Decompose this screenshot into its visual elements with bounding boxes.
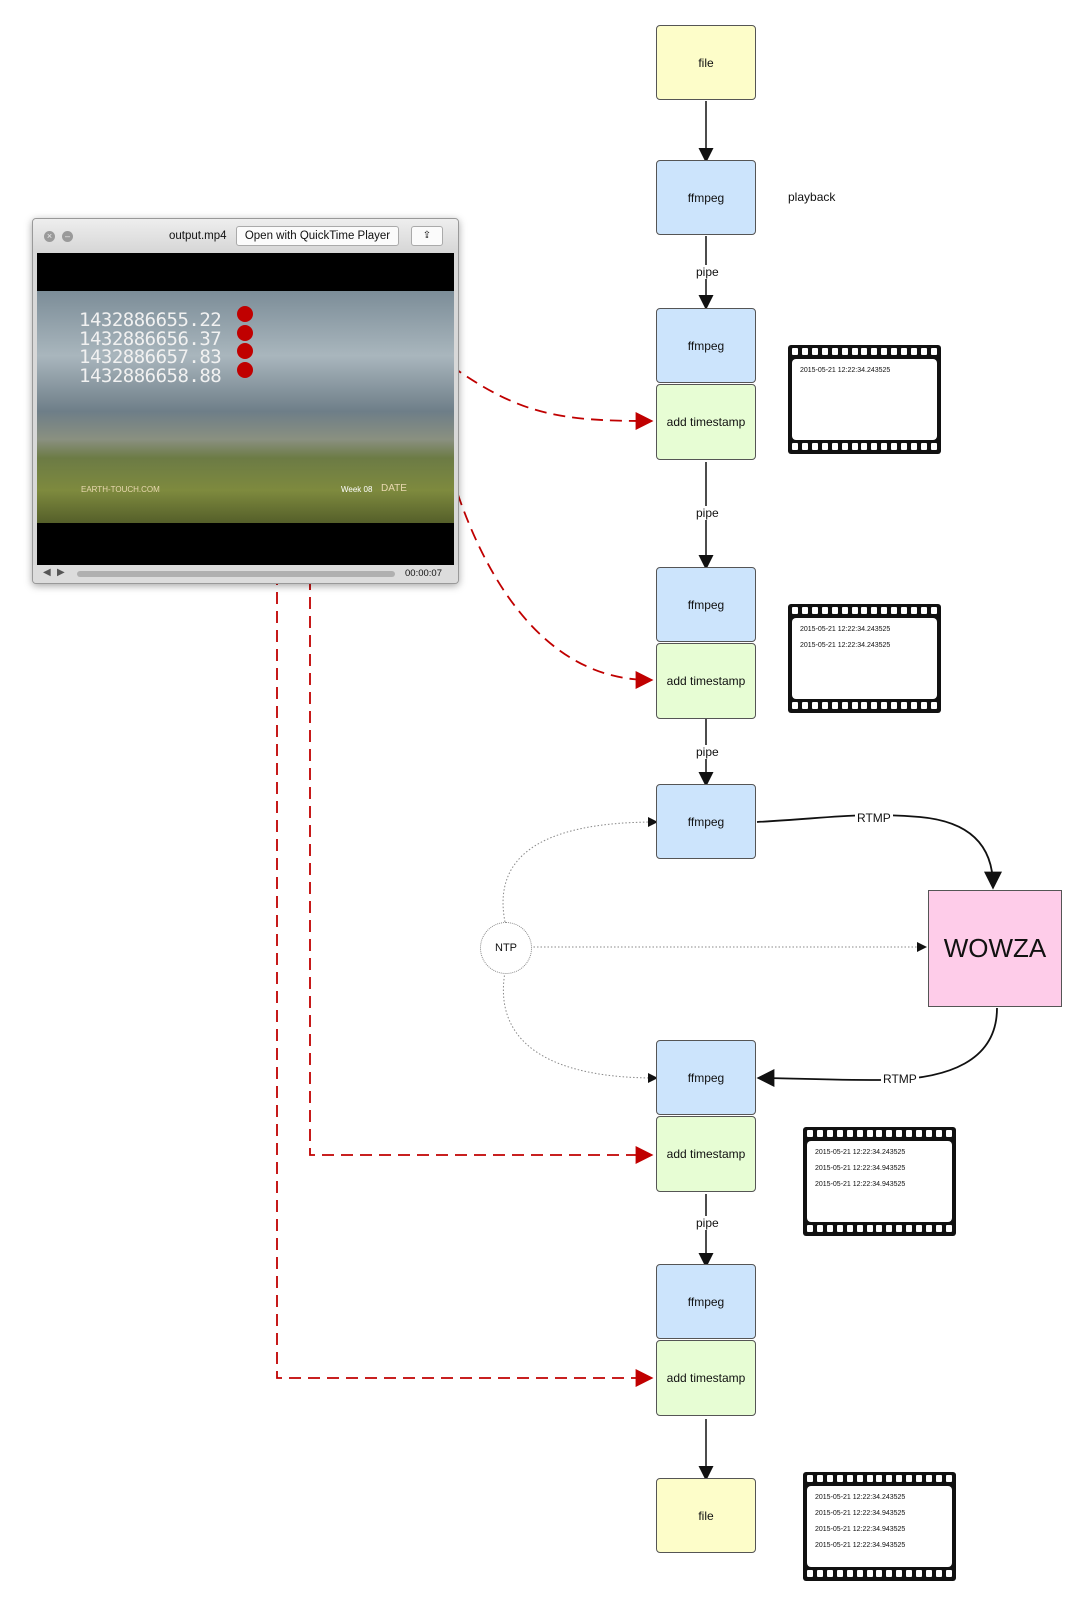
ntp-link-bottom <box>502 971 658 1083</box>
close-icon[interactable]: × <box>44 231 55 242</box>
ffmpeg-node-3: ffmpeg <box>656 567 756 642</box>
timestamp-link-4 <box>252 369 654 1387</box>
filmstrip-timestamp: 2015-05-21 12:22:34.943525 <box>815 1510 906 1517</box>
filmstrip-timestamp: 2015-05-21 12:22:34.243525 <box>815 1149 906 1156</box>
ffmpeg-node-2: ffmpeg <box>656 308 756 383</box>
file-node-output: file <box>656 1478 756 1553</box>
video-player-window: × – output.mp4 Open with QuickTime Playe… <box>32 218 459 584</box>
filmstrip-timestamp: 2015-05-21 12:22:34.943525 <box>815 1165 906 1172</box>
video-watermark: EARTH-TOUCH.COM <box>81 485 160 494</box>
filmstrip-timestamp: 2015-05-21 12:22:34.943525 <box>815 1526 906 1533</box>
ffmpeg-node-6: ffmpeg <box>656 1264 756 1339</box>
ffmpeg-node-5: ffmpeg <box>656 1040 756 1115</box>
add-timestamp-node-1: add timestamp <box>656 384 756 460</box>
add-timestamp-node-3: add timestamp <box>656 1116 756 1192</box>
timestamp-marker-4 <box>237 362 253 378</box>
pipe-label: pipe <box>694 265 721 279</box>
overlay-timestamp: 1432886656.37 <box>79 328 222 350</box>
arrow-rtmp-from-wowza <box>756 1007 998 1088</box>
rtmp-label: RTMP <box>855 811 893 825</box>
overlay-timestamp: 1432886658.88 <box>79 365 222 387</box>
volume-icon[interactable]: ◀ <box>43 567 51 578</box>
player-filename: output.mp4 <box>169 230 227 242</box>
ntp-node: NTP <box>480 922 532 974</box>
play-icon[interactable]: ▶ <box>57 567 65 578</box>
timestamp-marker-1 <box>237 306 253 322</box>
file-node-input: file <box>656 25 756 100</box>
timestamp-link-1 <box>251 313 654 430</box>
filmstrip-timestamp: 2015-05-21 12:22:34.243525 <box>800 626 891 633</box>
filmstrip-timestamp: 2015-05-21 12:22:34.243525 <box>800 367 891 374</box>
add-timestamp-node-2: add timestamp <box>656 643 756 719</box>
scrubber-track[interactable] <box>77 571 395 577</box>
video-date-caption: DATE <box>381 483 407 494</box>
minimize-icon[interactable]: – <box>62 231 73 242</box>
ffmpeg-node-playback: ffmpeg <box>656 160 756 235</box>
filmstrip-timestamp: 2015-05-21 12:22:34.243525 <box>800 642 891 649</box>
overlay-timestamp: 1432886655.22 <box>79 309 222 331</box>
player-titlebar: × – output.mp4 Open with QuickTime Playe… <box>33 219 458 253</box>
ntp-link-top <box>502 817 658 923</box>
overlay-timestamp: 1432886657.83 <box>79 346 222 368</box>
pipe-label: pipe <box>694 1216 721 1230</box>
player-controls: ◀ ▶ 00:00:07 <box>33 565 458 583</box>
open-with-quicktime-button[interactable]: Open with QuickTime Player <box>236 226 399 246</box>
pipe-label: pipe <box>694 506 721 520</box>
share-icon[interactable]: ⇪ <box>411 226 443 246</box>
add-timestamp-node-4: add timestamp <box>656 1340 756 1416</box>
timestamp-marker-2 <box>237 325 253 341</box>
video-week-caption: Week 08 <box>341 485 373 494</box>
filmstrip-4: 2015-05-21 12:22:34.243525 2015-05-21 12… <box>803 1472 956 1581</box>
filmstrip-3: 2015-05-21 12:22:34.243525 2015-05-21 12… <box>803 1127 956 1236</box>
video-frame[interactable]: 1432886655.22 1432886656.37 1432886657.8… <box>37 253 454 565</box>
filmstrip-2: 2015-05-21 12:22:34.243525 2015-05-21 12… <box>788 604 941 713</box>
arrow-rtmp-to-wowza <box>756 814 1002 890</box>
wowza-server-node: WOWZA <box>928 890 1062 1007</box>
filmstrip-1: 2015-05-21 12:22:34.243525 <box>788 345 941 454</box>
ffmpeg-node-4: ffmpeg <box>656 784 756 859</box>
playback-time: 00:00:07 <box>405 568 442 579</box>
filmstrip-timestamp: 2015-05-21 12:22:34.943525 <box>815 1181 906 1188</box>
rtmp-label: RTMP <box>881 1072 919 1086</box>
filmstrip-timestamp: 2015-05-21 12:22:34.243525 <box>815 1494 906 1501</box>
pipe-label: pipe <box>694 745 721 759</box>
filmstrip-timestamp: 2015-05-21 12:22:34.943525 <box>815 1542 906 1549</box>
timestamp-marker-3 <box>237 343 253 359</box>
playback-label: playback <box>786 190 838 204</box>
